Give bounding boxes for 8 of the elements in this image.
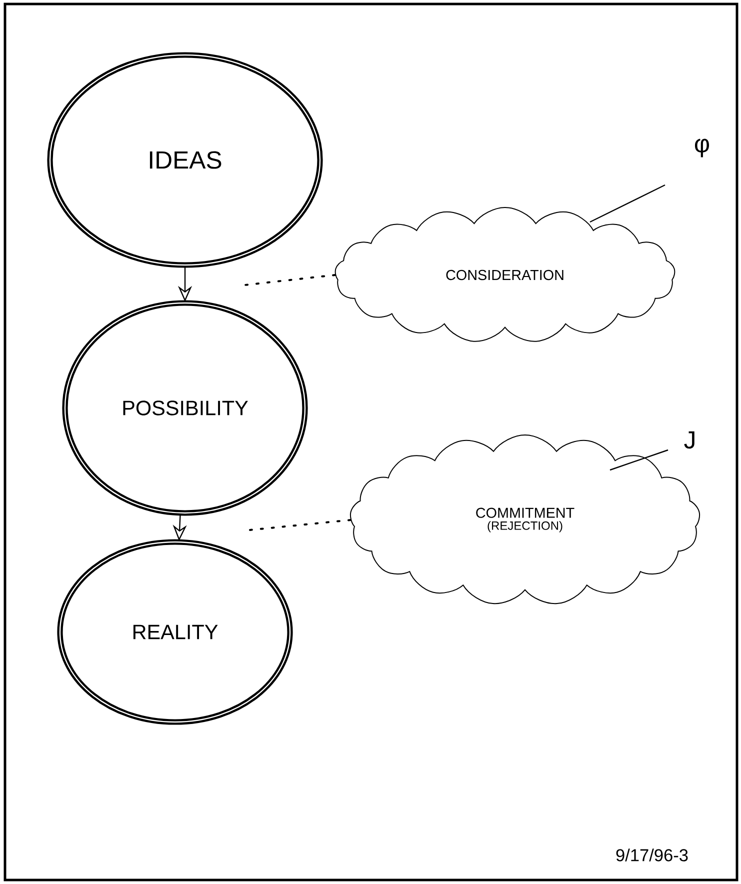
- circle-node: POSSIBILITY: [62, 300, 308, 516]
- thought-cloud: CONSIDERATION: [334, 207, 676, 342]
- dotted-line: [244, 274, 336, 286]
- date-label: 9/17/96-3: [616, 848, 688, 862]
- dotted-line: [249, 519, 352, 531]
- tail-mark: φ: [694, 138, 710, 158]
- circle-node: IDEAS: [47, 52, 323, 268]
- circle-node: REALITY: [57, 539, 293, 725]
